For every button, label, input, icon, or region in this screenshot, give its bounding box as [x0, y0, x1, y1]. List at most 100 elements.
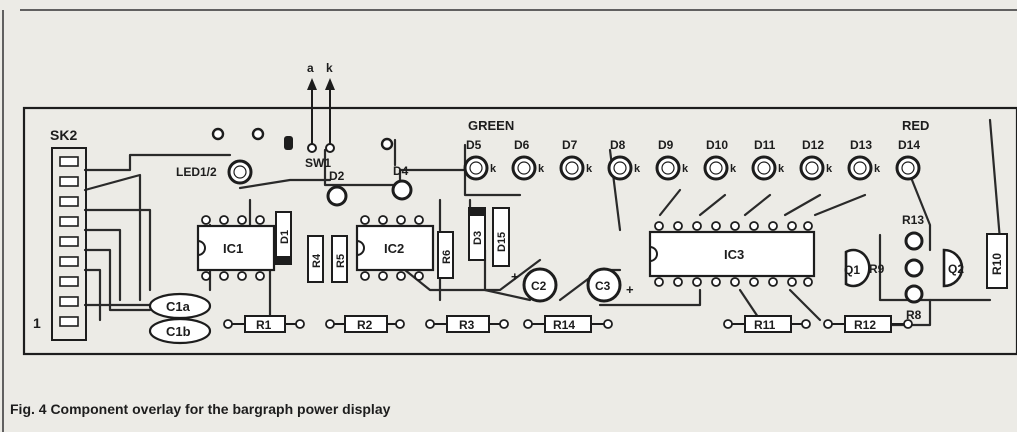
cathode-mark: k — [682, 163, 689, 175]
r10-label: R10 — [990, 253, 1004, 275]
arrow-up-icon — [325, 78, 335, 90]
r12-label: R12 — [854, 318, 876, 332]
resistor-r10: R10 — [986, 233, 1008, 289]
r6-label: R6 — [441, 250, 453, 264]
d4-label: D4 — [393, 164, 409, 178]
resistor-r6: R6 — [437, 231, 454, 279]
led-lens — [853, 161, 867, 175]
bar-led-label: D10 — [706, 138, 728, 152]
lead-a-label: a — [307, 61, 314, 75]
cathode-mark: k — [586, 163, 593, 175]
r4-label: R4 — [311, 253, 323, 268]
r9-label: R9 — [869, 262, 885, 276]
led-body — [895, 155, 921, 181]
ic1: IC1 — [196, 215, 276, 281]
q1-label: Q1 — [844, 263, 860, 277]
capacitor-c1b: C1b — [148, 317, 212, 345]
ic1-label: IC1 — [223, 241, 243, 256]
c2-label: C2 — [531, 279, 547, 293]
arrow-up-icon — [307, 78, 317, 90]
resistor-r4: R4 — [307, 235, 324, 283]
c3-label: C3 — [595, 279, 611, 293]
transistor-q1: Q1 — [844, 248, 871, 288]
sk2-label: SK2 — [50, 127, 77, 143]
sw1-leads: a k SW1 — [284, 61, 335, 170]
pcb-board — [22, 106, 1017, 356]
resistor-r1: R1 — [228, 315, 300, 333]
r3-label: R3 — [459, 318, 475, 332]
bar-led-5: D9k — [655, 138, 689, 181]
led1-2: LED1/2 — [176, 159, 253, 185]
led-body — [847, 155, 873, 181]
cathode-mark: k — [730, 163, 737, 175]
led-body — [799, 155, 825, 181]
r14-label: R14 — [553, 318, 575, 332]
diode-d4: D4 — [391, 164, 413, 201]
diode-d15: D15 — [492, 207, 510, 267]
r8-label: R8 — [906, 308, 922, 322]
resistor-r5: R5 — [331, 235, 348, 283]
led-lens — [517, 161, 531, 175]
bar-led-2: D6 k — [511, 138, 545, 181]
diode-d1: D1 — [275, 211, 292, 265]
bar-led-label: D5 — [466, 138, 482, 152]
cathode-mark: k — [538, 163, 545, 175]
lead-k-label: k — [326, 61, 333, 75]
bar-led-label: D13 — [850, 138, 872, 152]
led-lens — [901, 161, 915, 175]
bar-led-label: D6 — [514, 138, 530, 152]
capacitor-c2: C2 + — [511, 267, 558, 303]
bar-led-label: D12 — [802, 138, 824, 152]
resistor-r11: R11 — [728, 315, 806, 333]
led-lens — [613, 161, 627, 175]
ic3: IC3 — [648, 221, 816, 287]
bar-led-label: D7 — [562, 138, 578, 152]
resistor-r12: R12 — [828, 315, 908, 333]
led-lens — [757, 161, 771, 175]
sk2-pins — [59, 156, 79, 327]
bar-led-10: D14 — [895, 138, 921, 181]
via-pads — [223, 319, 913, 329]
diode-d2: D2 — [326, 169, 348, 207]
d3-label: D3 — [472, 231, 484, 245]
resistor-r13: R13 — [902, 213, 924, 251]
led-body — [559, 155, 585, 181]
cathode-mark: k — [490, 163, 497, 175]
led1-2-label: LED1/2 — [176, 165, 217, 179]
diode-d3: D3 — [468, 207, 486, 261]
cathode-mark: k — [634, 163, 641, 175]
cathode-mark: k — [778, 163, 785, 175]
led-lens — [565, 161, 579, 175]
d15-label: D15 — [496, 232, 508, 252]
c1b-label: C1b — [166, 324, 191, 339]
led-body — [607, 155, 633, 181]
pcb-traces — [83, 118, 1002, 327]
bar-led-3: D7 k — [559, 138, 593, 181]
led-body — [463, 155, 489, 181]
led-body — [511, 155, 537, 181]
cathode-mark: k — [874, 163, 881, 175]
r13-label: R13 — [902, 213, 924, 227]
transistor-q2: Q2 — [942, 248, 964, 288]
pin-1-label: 1 — [33, 315, 41, 331]
resistor-r9: R9 — [869, 258, 924, 278]
resistor-r14: R14 — [528, 315, 608, 333]
led-body — [751, 155, 777, 181]
bar-led-label: D14 — [898, 138, 920, 152]
bar-led-label: D8 — [610, 138, 626, 152]
mounting-pads — [211, 127, 394, 151]
ic3-label: IC3 — [724, 247, 744, 262]
ic2: IC2 — [355, 215, 435, 281]
led-lens — [805, 161, 819, 175]
r11-label: R11 — [754, 318, 776, 332]
c1a-label: C1a — [166, 299, 191, 314]
red-label: RED — [902, 118, 929, 133]
led-lens — [661, 161, 675, 175]
d2-label: D2 — [329, 169, 345, 183]
c2-plus-label: + — [511, 269, 519, 284]
